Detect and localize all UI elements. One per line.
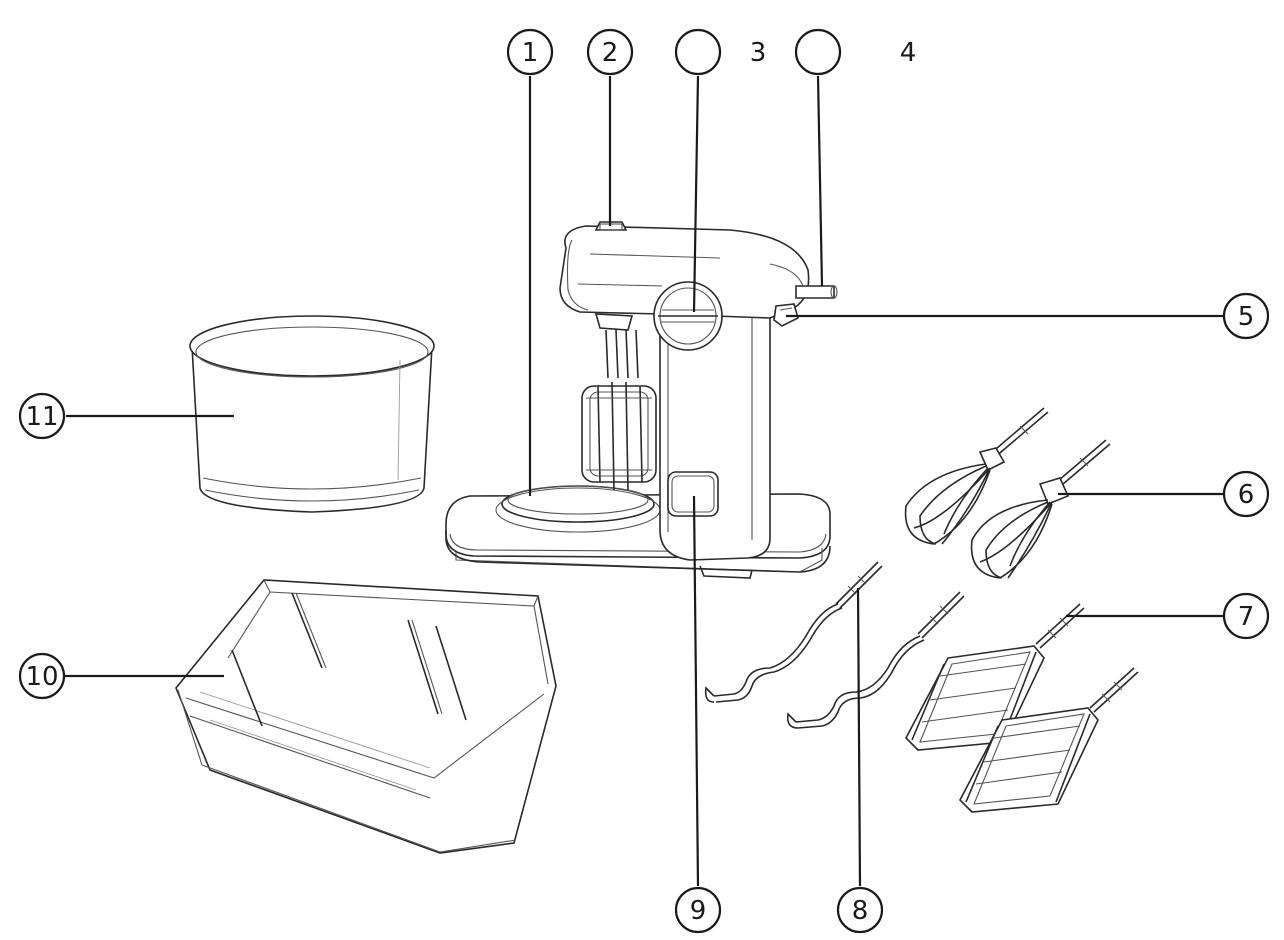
dough-hook-right (786, 591, 965, 729)
callout-1-label: 1 (522, 38, 539, 68)
dough-hook-left (704, 561, 883, 703)
callout-10: 10 (18, 652, 66, 700)
callout-5-label: 5 (1238, 302, 1255, 332)
leader-line-4 (816, 75, 824, 287)
dough-hook-attachments (704, 561, 965, 729)
callout-2: 2 (586, 28, 634, 76)
storage-tray (175, 579, 557, 854)
beater-bottom (959, 667, 1139, 813)
leader-line-9 (692, 495, 700, 887)
callout-4-label: 4 (900, 38, 917, 68)
callout-11: 11 (18, 392, 66, 440)
whisk-attachments (904, 407, 1111, 579)
callout-10-label: 10 (25, 662, 58, 692)
callout-1: 1 (506, 28, 554, 76)
beater-attachments (905, 603, 1139, 813)
leader-line-8 (856, 587, 862, 887)
callout-3-label: 3 (750, 38, 767, 68)
callout-7-label: 7 (1238, 602, 1255, 632)
leader-line-3 (692, 75, 700, 313)
callout-4: 4 (794, 28, 917, 76)
callout-5: 5 (1222, 292, 1270, 340)
callout-3: 3 (674, 28, 767, 76)
stand-mixer (445, 221, 838, 579)
callout-11-label: 11 (25, 402, 58, 432)
leader-lines (64, 75, 1224, 887)
whisk-right (970, 439, 1111, 579)
callout-2-label: 2 (602, 38, 619, 68)
callout-7: 7 (1222, 592, 1270, 640)
callout-6: 6 (1222, 470, 1270, 518)
whisk-left (904, 407, 1049, 545)
mixing-bowl (189, 315, 435, 513)
callout-8: 8 (836, 886, 884, 934)
callout-9-label: 9 (690, 896, 707, 926)
callout-8-label: 8 (852, 896, 869, 926)
callout-6-label: 6 (1238, 480, 1255, 510)
callout-9: 9 (674, 886, 722, 934)
